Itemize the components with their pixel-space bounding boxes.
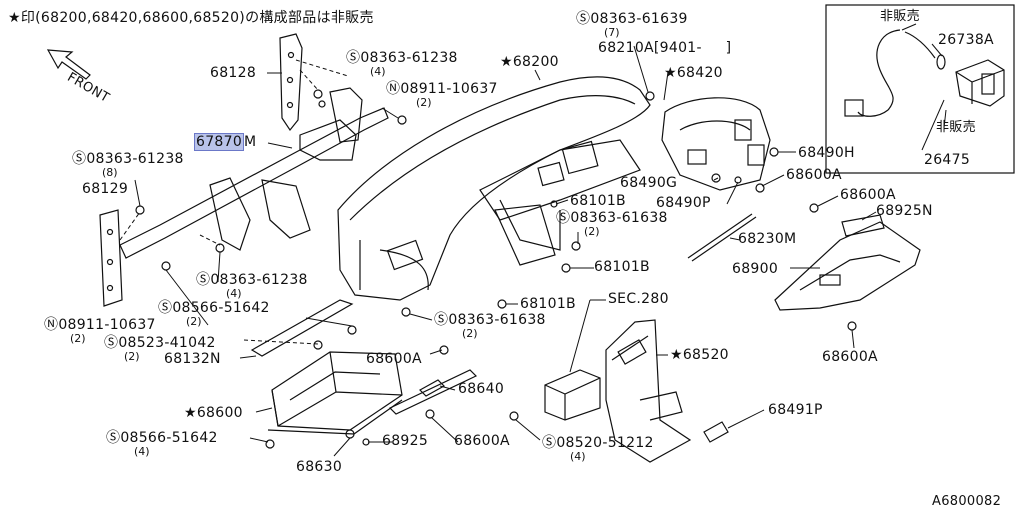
part-s08363-61639: Ⓢ08363-61639 <box>576 11 688 27</box>
part-68101B-b: 68101B <box>594 259 650 275</box>
part-68630: 68630 <box>296 459 343 475</box>
part-number: 08566-51642 <box>172 300 270 316</box>
qty-s08363-61638-a: (2) <box>462 327 478 340</box>
part-68520-star: ★68520 <box>670 347 729 363</box>
part-n08911-10637-b: Ⓝ08911-10637 <box>44 317 156 333</box>
part-68600A-c: 68600A <box>786 167 842 183</box>
part-number: 08520-51212 <box>556 435 654 451</box>
lid-68491P <box>703 421 729 443</box>
part-68600A-e: 68600A <box>822 349 878 365</box>
lid-68132N <box>250 299 354 357</box>
bracket-68640 <box>388 369 478 415</box>
part-number: 08363-61238 <box>210 272 308 288</box>
part-68600A-a: 68600A <box>366 351 422 367</box>
qty-s08363-61238-b: (4) <box>370 65 386 78</box>
qty-s08566-51642-b: (4) <box>134 445 150 458</box>
part-68200-star: ★68200 <box>500 54 559 70</box>
part-number: 08363-61639 <box>590 11 688 27</box>
part-68129: 68129 <box>82 181 129 197</box>
part-68491P: 68491P <box>768 402 823 418</box>
inset-frame <box>825 4 1015 174</box>
part-26738A: 26738A <box>938 32 994 48</box>
part-68600-star: ★68600 <box>184 405 243 421</box>
part-68490G: 68490G <box>620 175 678 191</box>
part-s08363-61238-b: Ⓢ08363-61238 <box>346 50 458 66</box>
harness-sensor-icon <box>844 29 1005 117</box>
part-n08911-10637-a: Ⓝ08911-10637 <box>386 81 498 97</box>
part-s08363-61238-c: Ⓢ08363-61238 <box>196 272 308 288</box>
part-68101B-a: 68101B <box>570 193 626 209</box>
part-67870-suffix: M <box>244 134 257 150</box>
part-68925: 68925 <box>382 433 429 449</box>
part-68640: 68640 <box>458 381 505 397</box>
part-68101B-c: 68101B <box>520 296 576 312</box>
qty-s08363-61238-c: (4) <box>226 287 242 300</box>
inset-not-sold-top: 非販売 <box>880 9 920 24</box>
part-number: 08363-61638 <box>448 312 546 328</box>
part-68490P: 68490P <box>656 195 711 211</box>
part-68600A-d: 68600A <box>840 187 896 203</box>
qty-n08911-10637-a: (2) <box>416 96 432 109</box>
part-68900: 68900 <box>732 261 779 277</box>
part-68420-star: ★68420 <box>664 65 723 81</box>
part-number: 08911-10637 <box>400 81 498 97</box>
qty-s08363-61638-b: (2) <box>584 225 600 238</box>
part-67870-highlight: 67870 <box>194 133 245 151</box>
part-26475: 26475 <box>924 152 971 168</box>
part-68600A-b: 68600A <box>454 433 510 449</box>
qty-s08520-51212: (4) <box>570 450 586 463</box>
qty-s08363-61639: (7) <box>604 26 620 39</box>
part-68210A: 68210A[9401- ] <box>598 41 731 56</box>
qty-s08523-41042: (2) <box>124 350 140 363</box>
inset-not-sold-bottom: 非販売 <box>936 120 976 135</box>
part-s08520-51212: Ⓢ08520-51212 <box>542 435 654 451</box>
part-number: 08363-61238 <box>86 151 184 167</box>
part-number: 08363-61238 <box>360 50 458 66</box>
part-s08363-61638-a: Ⓢ08363-61638 <box>434 312 546 328</box>
part-number: 68210A <box>598 40 654 56</box>
part-s08566-51642-b: Ⓢ08566-51642 <box>106 430 218 446</box>
part-date-range: [9401- ] <box>653 40 732 56</box>
part-number: 08363-61638 <box>570 210 668 226</box>
header-note: ★印(68200,68420,68600,68520)の構成部品は非販売 <box>8 10 374 26</box>
part-s08363-61238-a: Ⓢ08363-61238 <box>72 151 184 167</box>
meter-hood-68420 <box>661 97 771 191</box>
qty-s08566-51642-a: (2) <box>186 315 202 328</box>
part-68132N: 68132N <box>164 351 221 367</box>
diagram-id: A6800082 <box>932 494 1002 509</box>
qty-s08363-61238-a: (8) <box>102 166 118 179</box>
pocket-sec280 <box>544 369 601 421</box>
part-68490H: 68490H <box>798 145 855 161</box>
strip-68230M <box>687 213 753 259</box>
part-number: 08911-10637 <box>58 317 156 333</box>
sec-280: SEC.280 <box>608 291 669 307</box>
part-number: 08566-51642 <box>120 430 218 446</box>
part-number: 08523-41042 <box>118 335 216 351</box>
lower-cover-68900 <box>774 214 921 311</box>
part-68230M: 68230M <box>738 231 797 247</box>
part-s08566-51642-a: Ⓢ08566-51642 <box>158 300 270 316</box>
part-68128: 68128 <box>210 65 257 81</box>
qty-n08911-10637-b: (2) <box>70 332 86 345</box>
instrument-panel-68200 <box>337 76 651 301</box>
steering-member-67870 <box>99 87 389 307</box>
part-s08523-41042: Ⓢ08523-41042 <box>104 335 216 351</box>
part-68925N: 68925N <box>876 203 933 219</box>
front-arrow-icon <box>46 49 91 80</box>
glove-box-68600 <box>267 351 403 435</box>
console-68520 <box>605 319 692 463</box>
part-s08363-61638-b: Ⓢ08363-61638 <box>556 210 668 226</box>
bracket-68128 <box>279 33 303 132</box>
